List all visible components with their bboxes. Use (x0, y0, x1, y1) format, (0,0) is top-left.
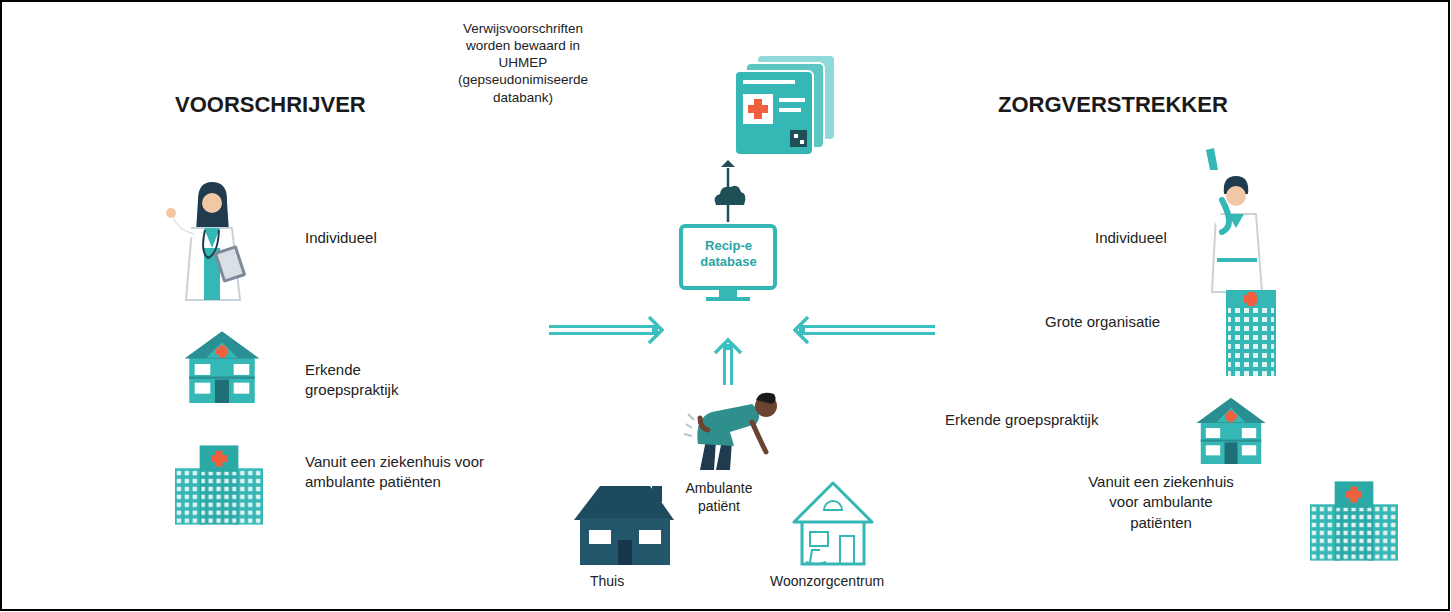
patient-label: Ambulante patiënt (678, 385, 800, 519)
arrow-shaft (723, 344, 733, 385)
nurse-figure (1206, 148, 1262, 292)
label-text: Verwijsvoorschriften worden bewaard in U… (448, 20, 598, 106)
storage-note: Verwijsvoorschriften worden bewaard in U… (445, 18, 840, 160)
large-hospital-icon (1226, 290, 1276, 376)
item-label: Erkende groepspraktijk (305, 360, 465, 410)
arrow-gap (805, 328, 935, 332)
arrow-head (721, 160, 735, 167)
monitor-icon (681, 226, 775, 301)
item-label: Vanuit een ziekenhuis voor ambulante pat… (1080, 472, 1246, 537)
arrow-head (715, 340, 741, 353)
label-text: Grote organisatie (1045, 312, 1189, 332)
label-text: Thuis (590, 572, 654, 590)
arrow-shaft (727, 168, 730, 222)
group-practice-icon (185, 331, 260, 403)
label-text: ZORGVERSTREKKER (998, 92, 1409, 118)
label-text: Individueel (305, 228, 469, 248)
hospital-icon (1310, 481, 1398, 560)
item-label: Vanuit een ziekenhuis voor ambulante pat… (305, 452, 547, 502)
care-home-icon (794, 483, 872, 564)
flow-arrow (549, 317, 662, 343)
label-text: Vanuit een ziekenhuis voor ambulante pat… (305, 452, 543, 493)
arrow-shaft (549, 325, 658, 335)
doctor-figure (166, 182, 246, 300)
database-box: Recip-e database (662, 222, 795, 340)
label-text: Recip-e database (683, 238, 774, 269)
group-heading: ZORGVERSTREKKER IndividueelGrote organisa… (935, 88, 1409, 548)
place-label: Thuis (590, 572, 654, 594)
arrow-head (795, 317, 808, 343)
label-text: Vanuit een ziekenhuis voor ambulante pat… (1080, 472, 1242, 533)
item-label: Grote organisatie (1045, 312, 1189, 342)
arrow-gap (549, 328, 652, 332)
item-label: Individueel (305, 228, 469, 258)
hospital-icon (175, 445, 263, 524)
item-label: Erkende groepspraktijk (945, 410, 1129, 440)
arrow-gap (726, 350, 730, 385)
label-text: Individueel (1095, 228, 1199, 248)
home-icon (574, 486, 674, 565)
group-heading: VOORSCHRIJVER IndividueelErkende groepspr… (160, 88, 549, 538)
flow-arrow (795, 317, 935, 343)
group-practice-icon (1196, 398, 1265, 464)
arrow-shaft (799, 325, 935, 335)
label-text: Ambulante patiënt (678, 479, 760, 515)
patient-figure (684, 393, 777, 470)
item-label: Individueel (1095, 228, 1199, 258)
flow-arrow (715, 340, 741, 385)
documents-icon (735, 55, 835, 155)
flow-arrow (721, 160, 735, 222)
label-text: Erkende groepspraktijk (305, 360, 430, 401)
label-text: VOORSCHRIJVER (175, 92, 549, 118)
arrow-head (649, 317, 662, 343)
label-text: Erkende groepspraktijk (945, 410, 1129, 430)
cloud-icon (715, 186, 746, 205)
label-text: Woonzorgcentrum (770, 572, 894, 590)
place-label: Woonzorgcentrum (770, 572, 894, 594)
